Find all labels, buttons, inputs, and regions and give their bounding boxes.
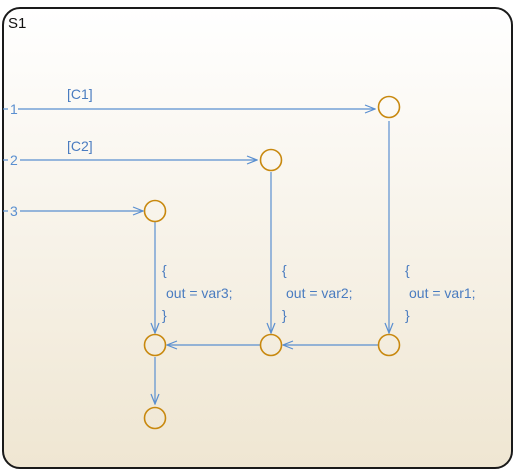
port-1-label: 1 <box>10 101 18 117</box>
junction-top-middle[interactable] <box>259 148 283 172</box>
junction-top-right[interactable] <box>377 95 401 119</box>
junction-top-left[interactable] <box>143 199 167 223</box>
condition-label-c2[interactable]: [C2] <box>67 138 93 154</box>
action-var1-body: out = var1; <box>409 285 476 301</box>
port-3-label: 3 <box>10 203 18 219</box>
action-label-var1[interactable]: { out = var1; } <box>405 262 476 323</box>
action-var1-close: } <box>405 307 410 323</box>
state-title: S1 <box>8 15 26 32</box>
port-3[interactable]: 3 <box>10 203 18 219</box>
action-var3-open: { <box>162 262 167 278</box>
port-1[interactable]: 1 <box>10 101 18 117</box>
action-var1-open: { <box>405 262 410 278</box>
action-label-var2[interactable]: { out = var2; } <box>282 262 353 323</box>
action-var2-close: } <box>282 307 287 323</box>
port-2-label: 2 <box>10 152 18 168</box>
junction-bottom-middle[interactable] <box>259 333 283 357</box>
action-var2-body: out = var2; <box>286 285 353 301</box>
action-var2-open: { <box>282 262 287 278</box>
action-var3-body: out = var3; <box>166 285 233 301</box>
port-2[interactable]: 2 <box>10 152 18 168</box>
state-box-s1[interactable] <box>2 7 513 469</box>
action-var3-close: } <box>162 307 167 323</box>
condition-label-c1[interactable]: [C1] <box>67 86 93 102</box>
action-label-var3[interactable]: { out = var3; } <box>162 262 233 323</box>
junction-bottom-left[interactable] <box>143 333 167 357</box>
junction-final[interactable] <box>143 406 167 430</box>
junction-bottom-right[interactable] <box>377 333 401 357</box>
